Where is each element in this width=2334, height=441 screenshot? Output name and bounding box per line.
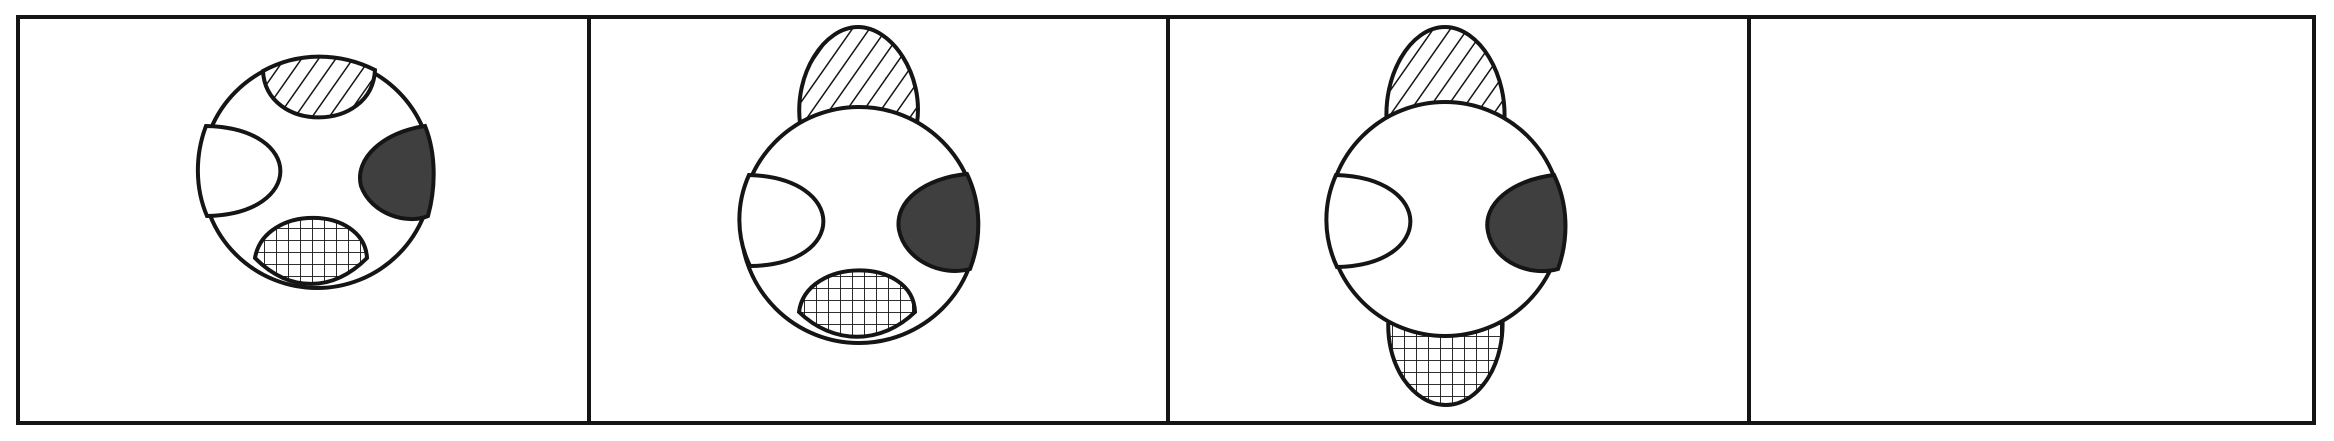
right-solid-segment-icon <box>896 171 981 273</box>
bottom-grid-segment-icon <box>796 268 918 339</box>
left-white-segment-icon <box>1324 172 1413 270</box>
blank-answer-panel <box>1751 19 2312 421</box>
right-solid-segment-icon <box>357 123 436 222</box>
bottom-grid-segment-icon <box>252 216 370 286</box>
left-white-segment-icon <box>737 172 826 269</box>
panel-1 <box>195 54 436 290</box>
panel-2 <box>737 24 981 345</box>
left-white-segment-icon <box>195 123 283 219</box>
top-hatched-segment-icon <box>260 54 378 120</box>
panel-3 <box>1324 24 1568 408</box>
blank-panel-area <box>1751 19 2312 421</box>
right-solid-segment-icon <box>1485 172 1568 274</box>
panel-frame <box>16 15 2316 425</box>
